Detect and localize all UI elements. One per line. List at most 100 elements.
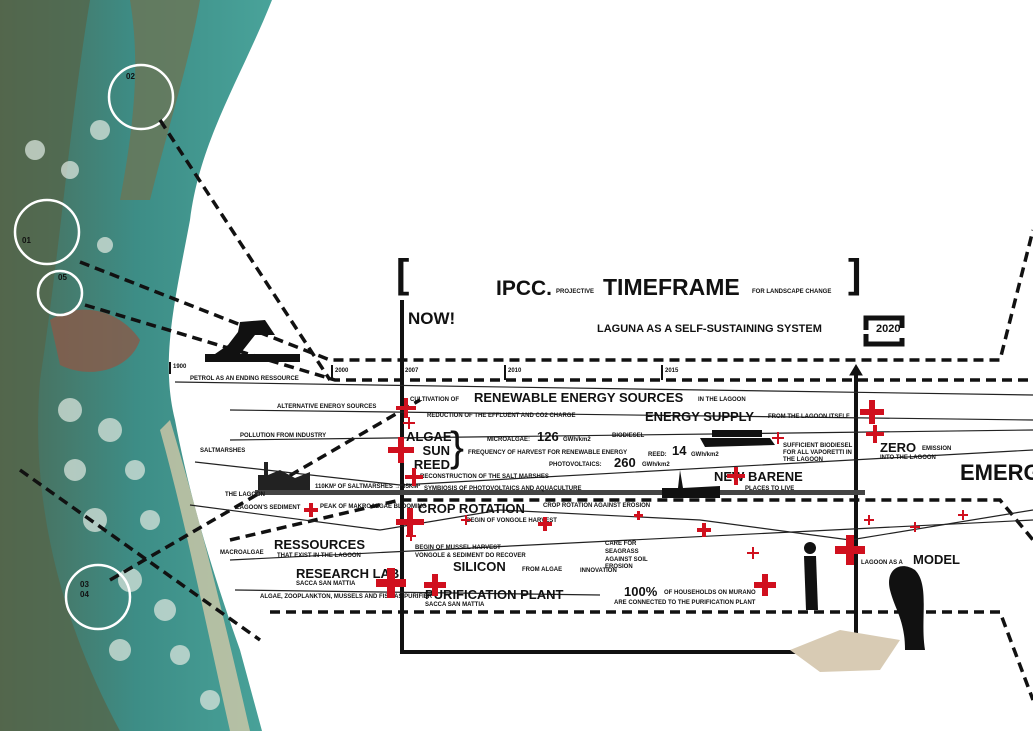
map-circles: [13, 63, 175, 631]
bracket-right: ]: [848, 252, 862, 296]
plus-icon: [910, 522, 920, 532]
note-saltmarshes: SALTMARSHES: [200, 448, 246, 454]
note-purifier: ALGAE, ZOOPLANKTON, MUSSELS AND FISH AS …: [260, 594, 433, 600]
map-label-01[interactable]: 01: [22, 236, 31, 245]
cultivation-small: CULTIVATION OF: [410, 397, 459, 403]
map-label-03[interactable]: 03: [80, 580, 89, 589]
research-lab-sub: SACCA SAN MATTIA: [296, 581, 356, 587]
map-label-04[interactable]: 04: [80, 590, 89, 599]
hundred-sub: ARE CONNECTED TO THE PURIFICATION PLANT: [614, 600, 756, 606]
pv-value: 260: [614, 455, 636, 470]
reconstruction-note: RECONSTRUCTION OF THE SALT MARSHES: [420, 474, 549, 480]
cultivation-heading: RENEWABLE ENERGY SOURCES: [474, 390, 684, 405]
saltmarsh-patches: [25, 120, 220, 710]
ressources-sub: THAT EXIST IN THE LAGOON: [277, 553, 361, 559]
energy-supply-heading: ENERGY SUPPLY: [645, 409, 755, 424]
plus-icon: [835, 535, 865, 565]
new-barene-sub: PLACES TO LIVE: [745, 486, 795, 492]
ferry-icon: [700, 430, 775, 447]
bracket-left: [: [396, 252, 410, 296]
plus-icon: [461, 515, 471, 525]
plus-icon: [697, 523, 711, 537]
pv-unit: GWh/km2: [642, 462, 670, 468]
note-peak: PEAK OF MAKROALGAE BLOOMING: [320, 504, 427, 510]
emergency-label: EMERG: [960, 460, 1033, 485]
timeline-strands: [174, 381, 1033, 596]
recover-note: VONGOLE & SEDIMENT DO RECOVER: [415, 553, 526, 559]
microalgae-label: MICROALGAE:: [487, 437, 530, 443]
human-figure-icon: [804, 542, 925, 650]
plus-icon: [538, 517, 552, 531]
ressources-heading: RESSOURCES: [274, 537, 366, 552]
pumpjack-icon: [205, 320, 300, 362]
hundred-text: OF HOUSEHOLDS ON MURANO: [664, 590, 756, 596]
microalgae-unit: GWh/km2: [563, 437, 591, 443]
energy-supply-sub: FROM THE LAGOON ITSELF: [768, 414, 850, 420]
plus-icon: [396, 398, 416, 418]
title-small: PROJECTIVE: [556, 289, 595, 295]
mussel-note: BEGIN OF MUSSEL HARVEST: [415, 545, 501, 551]
zero-heading: ZERO: [880, 440, 917, 455]
plus-icon: [860, 400, 884, 424]
research-lab-heading: RESEARCH LAB: [296, 566, 400, 581]
plus-icon: [866, 425, 884, 443]
now-frame: [169, 300, 863, 654]
algae-label: ALGAE: [406, 429, 452, 444]
laguna-label: LAGUNA AS A SELF-SUSTAINING SYSTEM: [597, 323, 822, 335]
industry-skyline-icon: [258, 462, 310, 490]
reed-value: 14: [672, 443, 687, 458]
plus-icon: [406, 531, 416, 541]
reed-label: REED: [413, 457, 450, 472]
map-label-05[interactable]: 05: [58, 273, 67, 282]
plus-icon: [304, 503, 318, 517]
purification-sub: SACCA SAN MATTIA: [425, 602, 485, 608]
now-label: NOW!: [408, 309, 456, 328]
target-year: 2020: [876, 323, 901, 335]
city-skyline-icon: [662, 470, 720, 498]
model-small: LAGOON AS A: [861, 560, 903, 566]
innovation-note: INNOVATION: [580, 568, 617, 574]
biodiesel-note: BIODIESEL: [612, 433, 645, 439]
plus-icon: [396, 508, 424, 536]
page-title: TIMEFRAME: [603, 274, 740, 300]
vongole-note: BEGIN OF VONGOLE HARVEST: [466, 518, 557, 524]
note-pollution: POLLUTION FROM INDUSTRY: [240, 433, 327, 439]
plus-icon: [727, 467, 745, 485]
plus-icon: [958, 510, 968, 520]
note-saltmarsh-area: 110km² OF SALTMARSHES → 35km²: [315, 484, 421, 490]
silicon-heading: SILICON: [453, 559, 506, 574]
note-petrol: PETROL AS AN ENDING RESSOURCE: [190, 376, 299, 382]
silicon-sub: FROM ALGAE: [522, 567, 563, 573]
plus-icon: [772, 432, 784, 444]
map-label-02[interactable]: 02: [126, 72, 135, 81]
seagrass-note: CARE FOR SEAGRASS AGAINST SOIL EROSION: [605, 541, 648, 571]
hundred-percent: 100%: [624, 584, 658, 599]
note-sediment: LAGOON'S SEDIMENT: [236, 505, 301, 511]
pv-label: PHOTOVOLTAICS:: [549, 462, 602, 468]
year-2010: 2010: [508, 368, 522, 374]
year-2015: 2015: [665, 368, 679, 374]
plus-icon: [388, 437, 414, 463]
sufficient-note: SUFFICIENT BIODIESEL FOR ALL VAPORETTI I…: [783, 443, 853, 464]
model-heading: MODEL: [913, 552, 960, 567]
lagoon-line: [255, 490, 865, 495]
reduction-note: REDUCTION OF THE EFFLUENT AND CO2 CHARGE: [427, 413, 576, 419]
zero-sub: INTO THE LAGOON: [880, 455, 936, 461]
cultivation-suffix: IN THE LAGOON: [698, 397, 746, 403]
crop-rotation-heading: CROP ROTATION: [418, 501, 525, 516]
purification-heading: PURIFICATION PLANT: [425, 587, 564, 602]
sun-label: SUN: [422, 443, 450, 458]
reed-unit: GWh/km2: [691, 452, 719, 458]
brace: }: [450, 423, 465, 470]
cycle-icon: [863, 315, 905, 347]
note-alt-energy: ALTERNATIVE ENERGY SOURCES: [277, 404, 377, 410]
year-2000: 2000: [335, 368, 349, 374]
title-prefix: IPCC.: [496, 277, 553, 300]
plus-icon: [376, 568, 406, 598]
note-lagoon: THE LAGOON: [225, 492, 265, 498]
year-1900: 1900: [173, 364, 187, 370]
plus-icon: [424, 574, 446, 596]
plus-icon: [405, 468, 423, 486]
